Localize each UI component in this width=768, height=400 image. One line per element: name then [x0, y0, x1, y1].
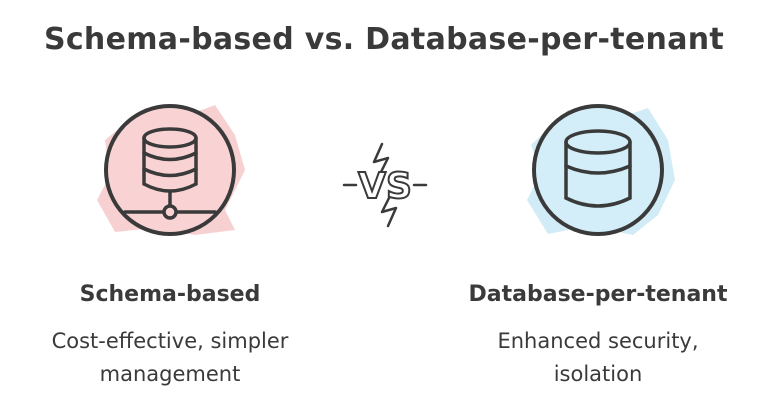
schema-based-desc-line1: Cost-effective, simpler — [51, 329, 289, 353]
schema-based-heading: Schema-based — [79, 282, 261, 307]
database-icon — [527, 104, 675, 236]
database-per-tenant-icon-container — [513, 100, 683, 240]
page-title: Schema-based vs. Database-per-tenant — [43, 22, 725, 57]
schema-based-option: Schema-based Cost-effective, simpler man… — [0, 100, 350, 391]
versus-icon: VS — [342, 142, 428, 228]
schema-based-icon-container — [85, 100, 255, 240]
database-per-tenant-heading: Database-per-tenant — [468, 282, 728, 307]
vs-mark: VS — [330, 140, 440, 230]
vs-text: VS — [358, 166, 412, 207]
schema-based-description: Cost-effective, simpler management — [0, 325, 350, 391]
schema-based-desc-line2: management — [99, 362, 241, 386]
database-per-tenant-desc-line2: isolation — [553, 362, 643, 386]
database-per-tenant-description: Enhanced security, isolation — [418, 325, 768, 391]
database-network-icon — [97, 104, 245, 236]
database-per-tenant-option: Database-per-tenant Enhanced security, i… — [418, 100, 768, 391]
database-per-tenant-desc-line1: Enhanced security, — [497, 329, 699, 353]
